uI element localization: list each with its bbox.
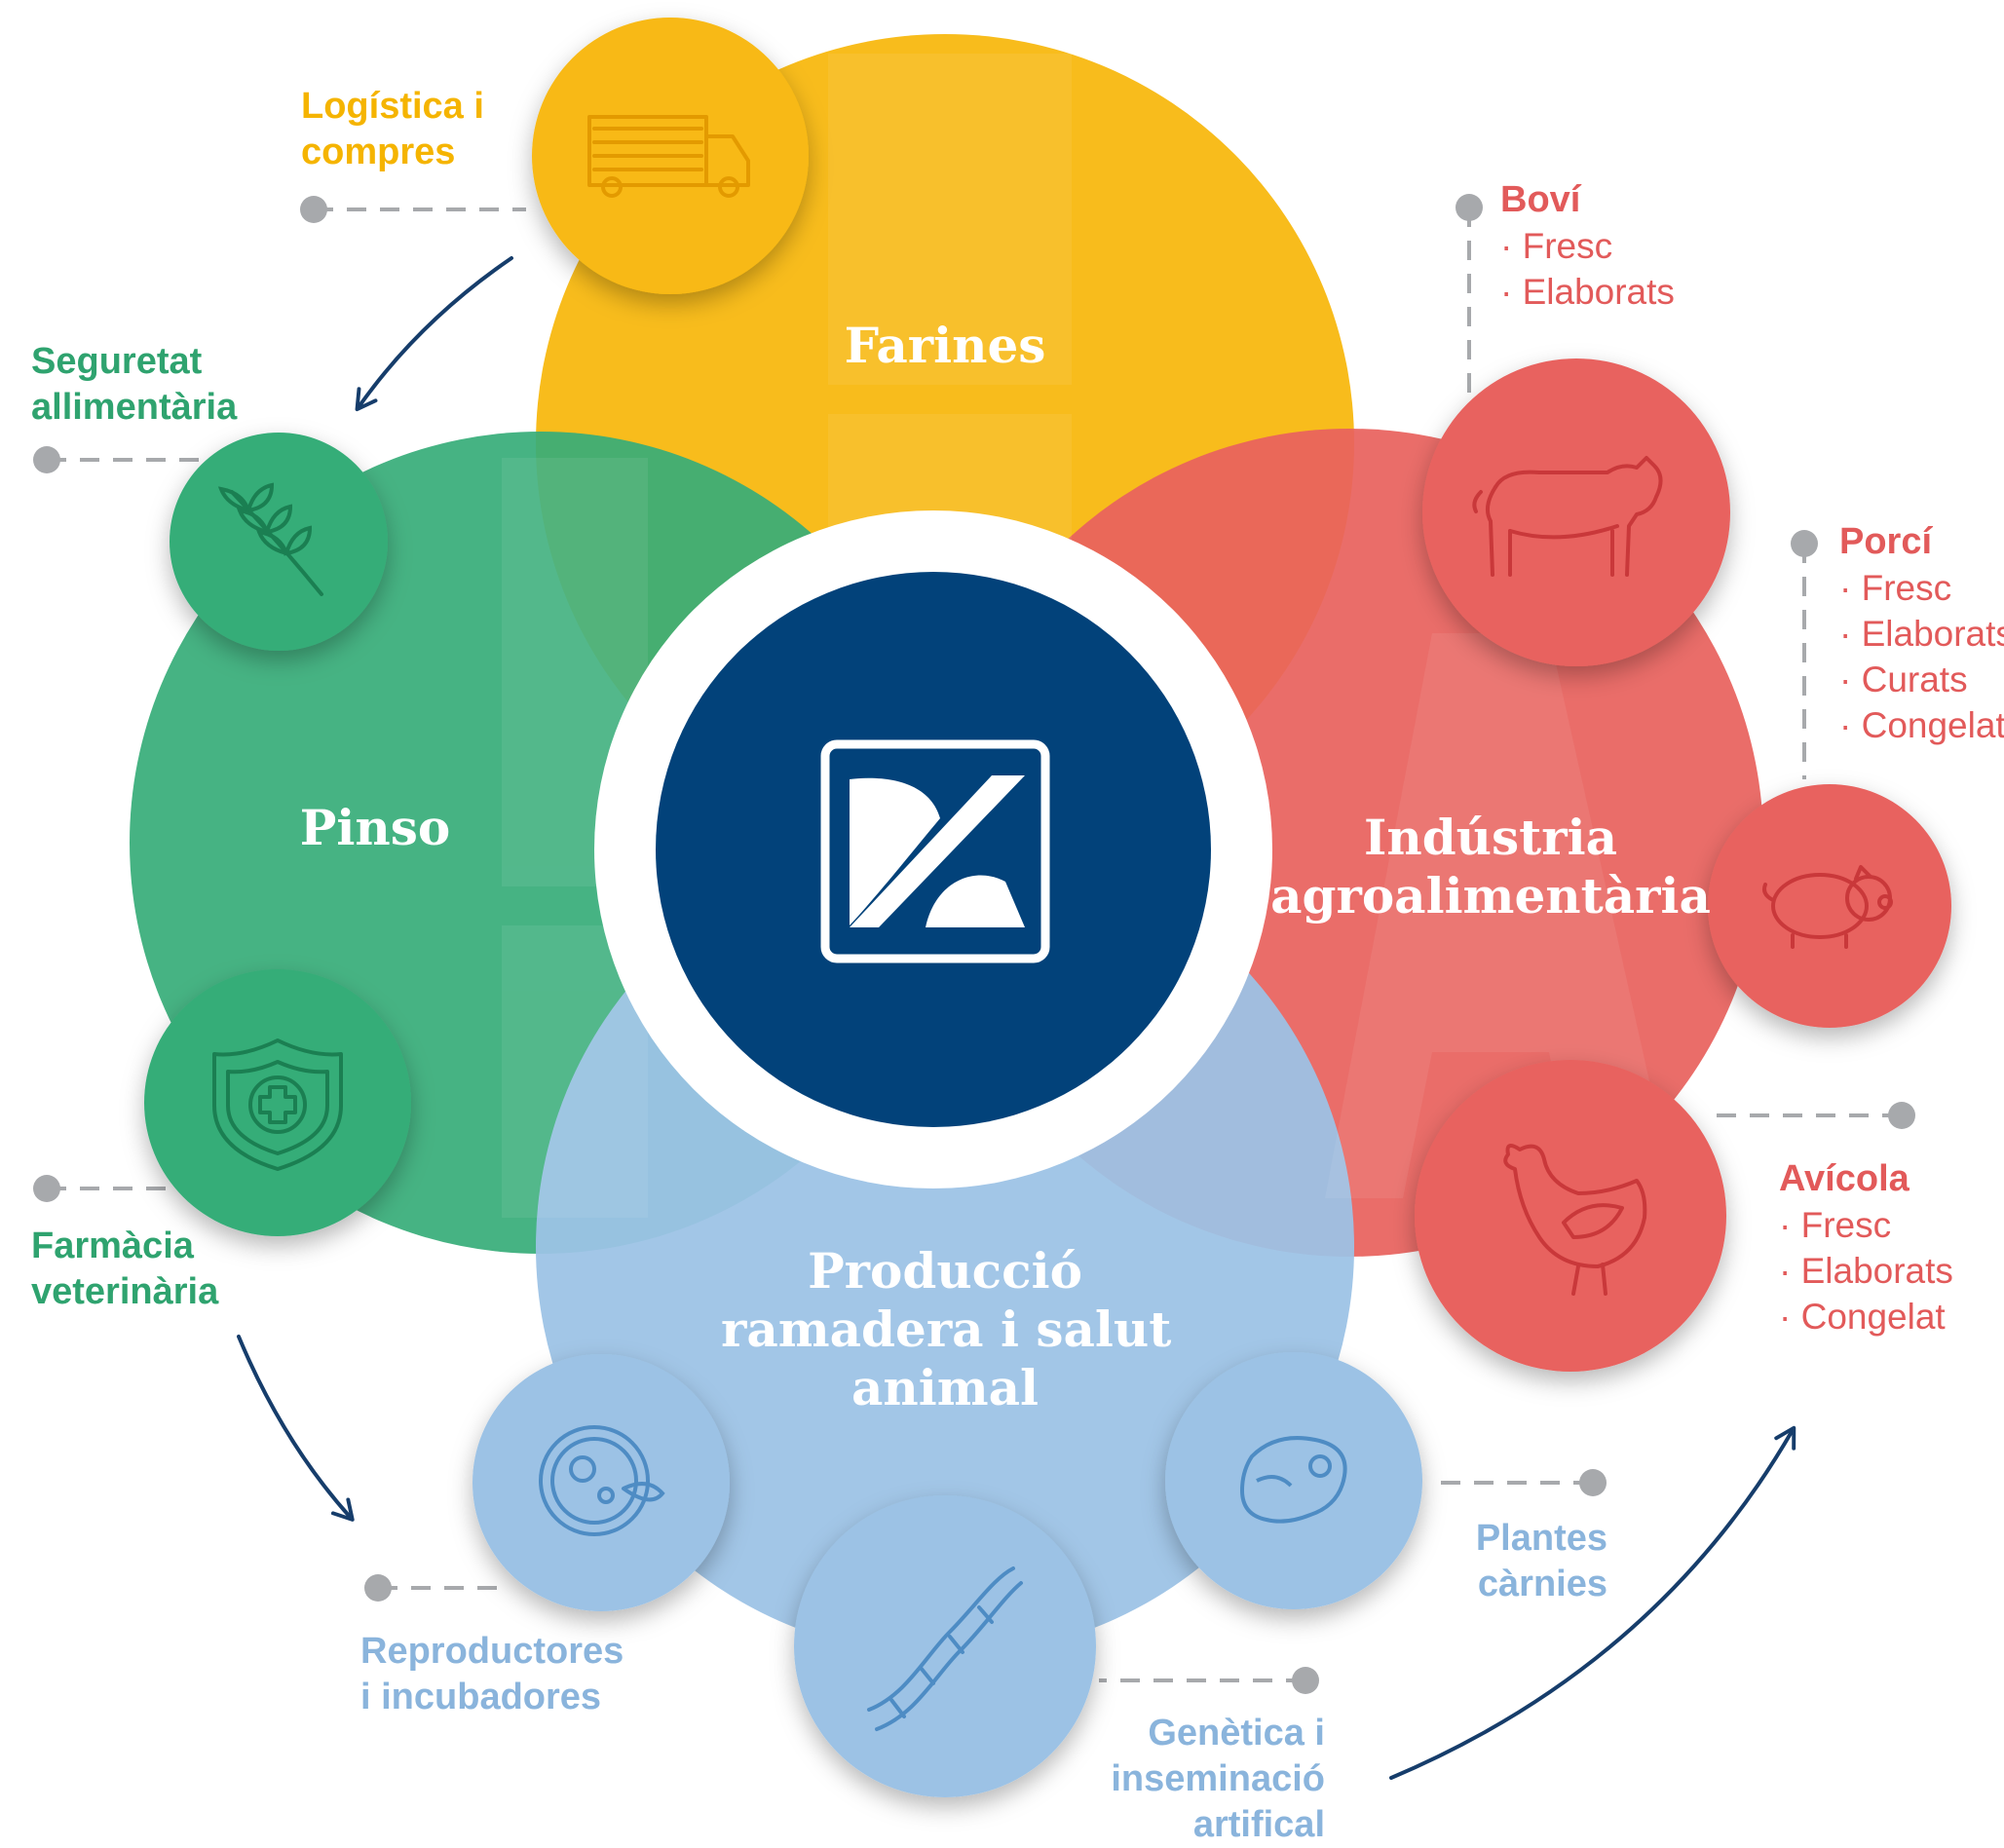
chicken-icon bbox=[1503, 1144, 1647, 1296]
porci-node bbox=[1708, 784, 1951, 1028]
logistica-label-line2: compres bbox=[301, 132, 456, 172]
reproductores-label: Reproductores i incubadores bbox=[360, 1629, 624, 1720]
bovi-item: · Elaborats bbox=[1500, 272, 1675, 312]
sector-industria-title: Indústria agroalimentària bbox=[1257, 809, 1724, 925]
sector-produccio-title-line3: animal bbox=[851, 1359, 1040, 1416]
arrow-logistica-to-seguretat bbox=[355, 256, 513, 412]
sector-farines-title: Farines bbox=[844, 317, 1046, 374]
connector-lines bbox=[47, 207, 1902, 1682]
porci-label: Porcí bbox=[1839, 521, 1933, 562]
avicola-item: · Fresc bbox=[1779, 1205, 1892, 1245]
sector-produccio-title-line1: Producció bbox=[808, 1242, 1082, 1300]
arrow-farmacia-to-reproductores bbox=[237, 1335, 355, 1522]
kl-monogram-logo bbox=[820, 739, 1050, 963]
plantes-label-line1: Plantes bbox=[1475, 1518, 1607, 1559]
wheat-icon bbox=[217, 482, 323, 596]
reproductores-label-line1: Reproductores bbox=[360, 1631, 624, 1672]
farmacia-node bbox=[144, 969, 411, 1236]
farmacia-label: Farmàcia veterinària bbox=[31, 1224, 218, 1315]
porci-item: · Fresc bbox=[1839, 568, 1952, 608]
reproductores-node bbox=[473, 1354, 730, 1611]
cow-icon bbox=[1472, 456, 1663, 577]
genetica-label-line1: Genètica i bbox=[1148, 1713, 1325, 1754]
sector-industria-title-line1: Indústria bbox=[1363, 809, 1618, 866]
flow-arrows bbox=[237, 256, 1796, 1780]
sector-industria-title-line2: agroalimentària bbox=[1270, 867, 1711, 924]
avicola-label: Avícola bbox=[1779, 1158, 1909, 1199]
seguretat-label-line2: allimentària bbox=[31, 387, 238, 428]
plantes-label: Plantes càrnies bbox=[1364, 1516, 1607, 1607]
sector-produccio-title: Producció ramadera i salut animal bbox=[721, 1242, 1172, 1417]
avicola-item: · Elaborats bbox=[1779, 1251, 1953, 1291]
farmacia-label-line1: Farmàcia bbox=[31, 1226, 194, 1266]
porci-item: · Elaborats bbox=[1839, 614, 2004, 654]
egg-cell-icon bbox=[539, 1425, 665, 1536]
genetica-label-line3: artifical bbox=[1192, 1804, 1325, 1845]
sector-produccio-title-line2: ramadera i salut bbox=[721, 1301, 1172, 1358]
porci-item: · Curats bbox=[1839, 660, 1968, 699]
dna-icon bbox=[867, 1566, 1023, 1731]
genetica-label: Genètica i inseminació artifical bbox=[1023, 1711, 1325, 1848]
bovi-node bbox=[1422, 358, 1730, 666]
genetica-label-line2: inseminació bbox=[1111, 1758, 1325, 1799]
plantes-node bbox=[1165, 1352, 1422, 1609]
logistica-label: Logística i compres bbox=[301, 84, 484, 175]
seguretat-label: Seguretat allimentària bbox=[31, 339, 237, 431]
farmacia-label-line2: veterinària bbox=[31, 1271, 219, 1312]
seguretat-label-line1: Seguretat bbox=[31, 341, 203, 382]
logistica-label-line1: Logística i bbox=[301, 86, 484, 127]
truck-icon bbox=[587, 115, 750, 198]
genetica-node bbox=[794, 1495, 1096, 1797]
pig-icon bbox=[1762, 865, 1893, 949]
porci-item: · Congelat bbox=[1839, 705, 2004, 745]
arrow-genetica-to-avicola bbox=[1389, 1425, 1796, 1780]
sector-pinso-title: Pinso bbox=[299, 799, 451, 856]
bovi-label: Boví bbox=[1500, 179, 1581, 220]
shield-cross-icon bbox=[212, 1038, 343, 1171]
bovi-item: · Fresc bbox=[1500, 226, 1613, 266]
reproductores-label-line2: i incubadores bbox=[360, 1677, 602, 1717]
avicola-item: · Congelat bbox=[1779, 1297, 1946, 1337]
steak-icon bbox=[1240, 1436, 1347, 1524]
connector-dots bbox=[33, 194, 1915, 1694]
plantes-label-line2: càrnies bbox=[1477, 1564, 1607, 1604]
